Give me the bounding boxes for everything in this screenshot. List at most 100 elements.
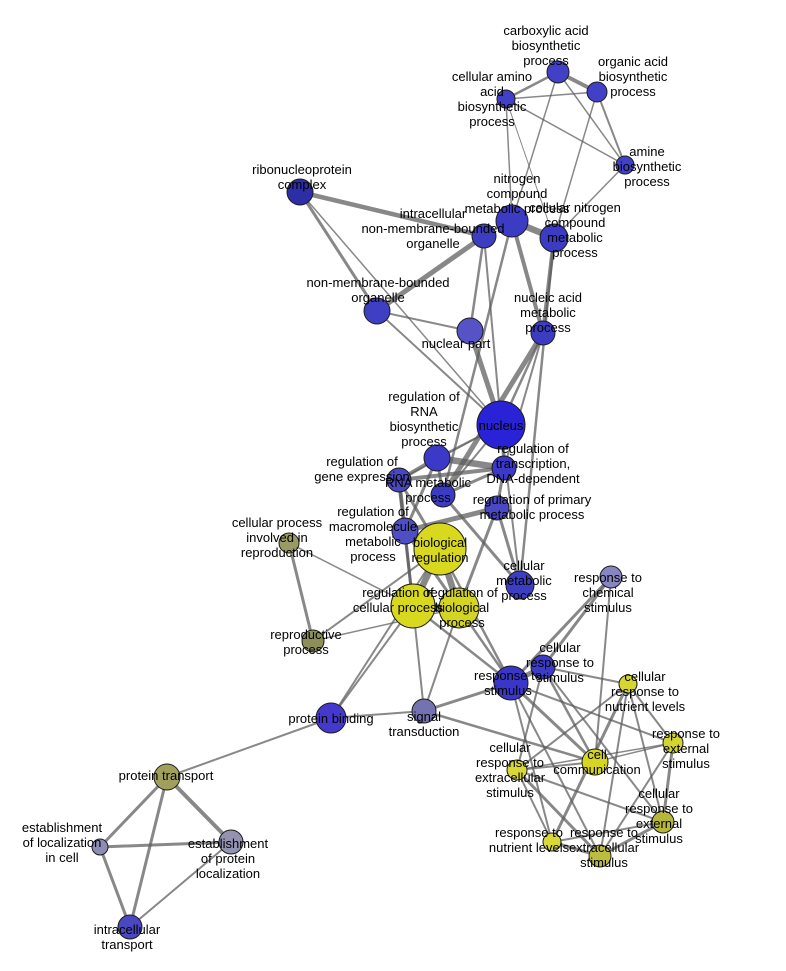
- edge-signal_transd-cell_comm: [422, 709, 597, 764]
- edge-cell_resp_stim-cell_resp_ext: [542, 666, 664, 823]
- edge-cell_resp_nutr-resp_ext: [627, 683, 674, 744]
- node-nucleic[interactable]: nucleic acid metabolic process: [530, 320, 556, 346]
- edge-resp_ext-resp_extracell: [599, 742, 674, 857]
- edge-ribo-intra_org: [297, 189, 487, 239]
- node-intra_transport[interactable]: intracellular transport: [117, 914, 143, 940]
- node-cell_resp_ext[interactable]: cellular response to external stimulus: [651, 810, 675, 834]
- edge-amino-cell_nitrogen: [505, 98, 555, 239]
- edge-layer: [98, 70, 675, 929]
- node-chem_stim[interactable]: response to chemical stimulus: [599, 565, 623, 589]
- edge-resp_stim-cell_comm: [509, 681, 597, 764]
- edge-nonmemb_org-nucleus: [376, 310, 502, 426]
- node-reg_macromol[interactable]: regulation of macromolecule metabolic pr…: [391, 517, 419, 545]
- edge-cell_resp_stim-chem_stim: [541, 575, 613, 669]
- node-est_loc_cell[interactable]: establishment of localization in cell: [91, 838, 109, 856]
- edge-prot_transport-est_prot_loc: [165, 775, 233, 844]
- node-repro[interactable]: reproductive process: [301, 629, 325, 653]
- node-reg_bio_proc[interactable]: regulation of biological process: [438, 587, 480, 629]
- edge-cell_resp_extracell-cell_resp_ext: [516, 769, 664, 823]
- edge-cell_resp_extracell-resp_nutr: [516, 769, 553, 843]
- node-reg_transcr[interactable]: regulation of transcription, DNA-depende…: [491, 455, 517, 481]
- edge-organic-amine: [596, 91, 626, 166]
- edge-cell_resp_nutr-cell_resp_ext: [627, 683, 664, 823]
- node-signal_transd[interactable]: signal transduction: [411, 698, 437, 724]
- node-resp_nutr[interactable]: response to nutrient levels: [542, 832, 562, 852]
- node-cell_nitrogen[interactable]: cellular nitrogen compound metabolic pro…: [539, 223, 569, 253]
- node-bio_reg[interactable]: biological regulation: [413, 522, 467, 576]
- node-est_prot_loc[interactable]: establishment of protein localization: [218, 829, 244, 855]
- node-reg_cell_proc[interactable]: regulation of cellular process: [390, 583, 436, 629]
- edge-cell_resp_stim-cell_resp_extracell: [516, 666, 544, 771]
- edge-est_prot_loc-est_loc_cell: [98, 840, 233, 849]
- edge-reg_transcr-reg_gene: [397, 466, 506, 482]
- edge-resp_extracell-cell_resp_ext: [598, 820, 665, 858]
- edge-cell_resp_nutr-cell_resp_extracell: [516, 683, 629, 771]
- node-amine[interactable]: amine biosynthetic process: [615, 155, 635, 175]
- edge-resp_stim-resp_nutr: [510, 682, 553, 843]
- edge-signal_transd-prot_bind: [330, 710, 425, 719]
- node-prot_bind[interactable]: protein binding: [315, 702, 347, 734]
- edge-est_loc_cell-intra_transport: [98, 845, 132, 929]
- edge-cell_resp_extracell-resp_extracell: [515, 768, 602, 858]
- node-nonmemb_org[interactable]: non-membrane-bounded organelle: [363, 297, 391, 325]
- node-cell_comm[interactable]: cell communication: [581, 748, 609, 776]
- node-reg_gene[interactable]: regulation of gene expression: [386, 467, 412, 493]
- edge-resp_stim-resp_extracell: [510, 682, 601, 857]
- node-cell_resp_stim[interactable]: cellular response to stimulus: [530, 654, 556, 680]
- node-resp_stim[interactable]: response to stimulus: [493, 665, 529, 701]
- node-nuclear_part[interactable]: nuclear part: [456, 317, 484, 345]
- edge-est_prot_loc-intra_transport: [129, 841, 232, 928]
- edge-cell_nitrogen-cell_metab: [518, 236, 556, 587]
- edge-repro-reg_bio_proc: [312, 607, 460, 642]
- edge-ribo-nonmemb_org: [298, 190, 379, 313]
- node-cell_resp_extracell[interactable]: cellular response to extracellular stimu…: [506, 759, 528, 781]
- node-nitrogen[interactable]: nitrogen compound metabolic process: [495, 204, 529, 238]
- node-organic[interactable]: organic acid biosynthetic process: [586, 81, 608, 103]
- edge-bio_reg-prot_bind: [330, 548, 441, 719]
- edge-prot_bind-prot_transport: [166, 717, 332, 778]
- edge-nonmemb_org-nuclear_part: [376, 310, 471, 332]
- edge-intra_org-nonmemb_org: [374, 233, 487, 314]
- edge-reg_cell_proc-prot_bind: [330, 605, 414, 719]
- node-layer: carboxylic acid biosynthetic process orga…: [91, 60, 684, 940]
- node-cell_metab[interactable]: cellular metabolic process: [505, 570, 535, 600]
- edge-ribo-nucleus: [299, 191, 502, 426]
- edge-cell_repro-reg_cell_proc: [288, 542, 414, 607]
- edge-resp_nutr-cell_resp_ext: [551, 821, 664, 843]
- node-prot_transport[interactable]: protein transport: [153, 763, 181, 791]
- edge-reg_primary-reg_macromol: [402, 505, 500, 534]
- node-amino[interactable]: cellular amino acid biosynthetic process: [496, 89, 516, 109]
- edge-rna_metab-cell_metab: [441, 493, 522, 587]
- node-carbox[interactable]: carboxylic acid biosynthetic process: [546, 60, 570, 84]
- node-nucleus[interactable]: nucleus: [476, 400, 526, 450]
- node-reg_rna[interactable]: regulation of RNA biosynthetic process: [423, 444, 451, 472]
- node-reg_primary[interactable]: regulation of primary metabolic process: [484, 495, 510, 521]
- node-ribo[interactable]: ribonucleoprotein complex: [286, 178, 314, 206]
- edge-amine-cell_nitrogen: [553, 164, 626, 239]
- node-rna_metab[interactable]: RNA metabolic process: [430, 482, 456, 508]
- edge-carbox-amine: [557, 71, 626, 166]
- node-cell_resp_nutr[interactable]: cellular response to nutrient levels: [618, 674, 638, 694]
- edge-cell_resp_stim-cell_comm: [541, 665, 597, 764]
- edge-prot_transport-est_loc_cell: [98, 775, 169, 849]
- node-resp_ext[interactable]: response to external stimulus: [662, 732, 684, 754]
- node-cell_repro[interactable]: cellular process involved in reproductio…: [278, 532, 300, 554]
- node-intra_org[interactable]: intracellular non-membrane-bounded organ…: [471, 223, 497, 249]
- node-resp_extracell[interactable]: response to extracellular stimulus: [588, 844, 612, 868]
- edge-intra_org-nuclear_part: [468, 234, 486, 333]
- edge-amino-nitrogen: [505, 98, 513, 222]
- edge-resp_ext-cell_resp_ext: [661, 741, 675, 824]
- edge-cell_resp_nutr-resp_extracell: [599, 683, 629, 857]
- edge-chem_stim-cell_comm: [594, 576, 612, 763]
- edge-prot_transport-intra_transport: [128, 775, 169, 929]
- edge-intra_org-nucleus: [483, 235, 502, 426]
- edge-amino-amine: [505, 98, 626, 166]
- edge-nitrogen-nucleic: [510, 219, 545, 335]
